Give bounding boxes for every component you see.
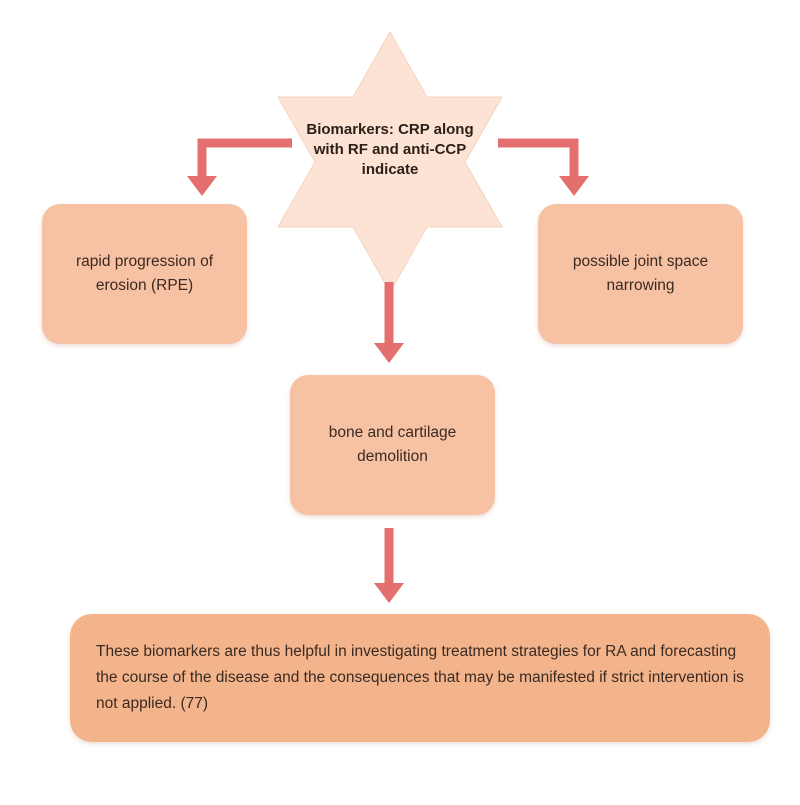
arrowhead-bone [374,343,404,363]
arrowhead-rpe [187,176,217,196]
box-summary-bg [70,614,770,742]
box-bone-bg [290,375,495,515]
summary-box: These biomarkers are thus helpful in inv… [96,643,744,712]
arrow-to-rpe [197,138,292,178]
star-label: Biomarkers: CRP along with RF and anti-C… [306,121,474,178]
box-rpe-bg [42,204,247,344]
box-joint-space-narrowing: possible joint space narrowing [572,253,709,294]
arrow-to-jsn [498,138,579,178]
box-rpe: rapid progression of erosion (RPE) [76,253,213,294]
arrowhead-jsn [559,176,589,196]
box-bone-cartilage: bone and cartilage demolition [328,424,457,465]
arrowhead-summary [374,583,404,603]
box-jsn-bg [538,204,743,344]
